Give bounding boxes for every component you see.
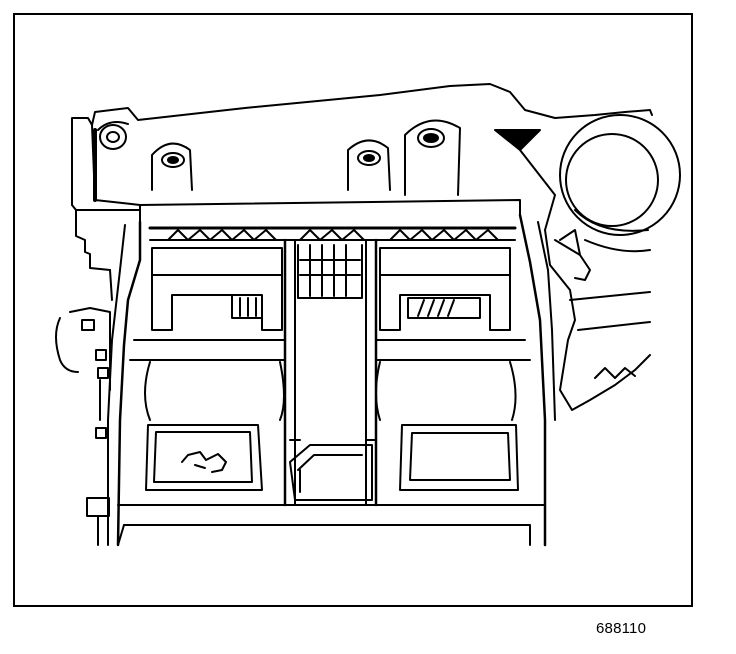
- outlet-port: [494, 114, 681, 411]
- top-grille: [148, 226, 517, 241]
- upper-housing: [71, 83, 653, 271]
- center-outlet: [289, 444, 373, 501]
- right-door-cavity: [379, 247, 511, 331]
- mounting-ears: [97, 119, 461, 196]
- left-outlet: [145, 424, 263, 491]
- center-channel: [283, 238, 378, 507]
- right-outlet: [399, 424, 519, 491]
- case-walls: [107, 213, 556, 547]
- figure-number: 688110: [596, 620, 647, 637]
- left-bracket: [55, 269, 113, 546]
- left-door-cavity: [151, 247, 283, 331]
- middle-shelf: [129, 339, 531, 421]
